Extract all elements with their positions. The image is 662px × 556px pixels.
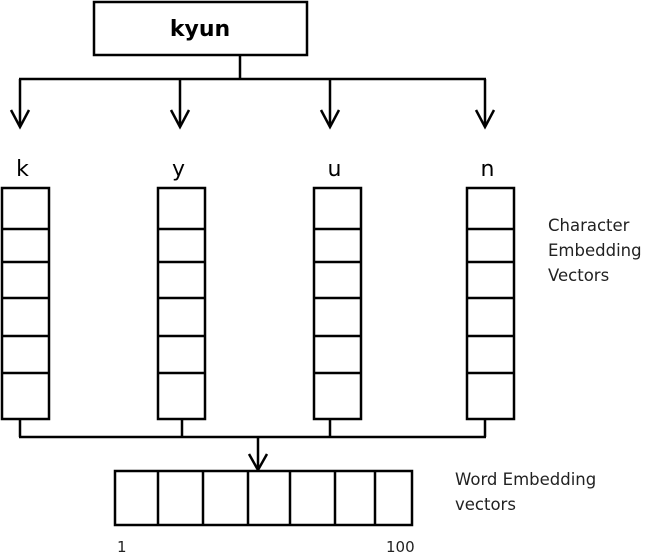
- merge-connectors: [18, 419, 487, 473]
- char-label: k: [16, 157, 29, 182]
- word-label-line-2: vectors: [455, 495, 516, 514]
- character-embedding-label: Character Embedding Vectors: [548, 216, 642, 285]
- char-column-k: k: [0, 157, 51, 421]
- arrow-down-icon: [474, 109, 496, 130]
- word-embedding-vector: [113, 469, 414, 527]
- arrow-down-icon: [9, 109, 31, 130]
- root-word-label: kyun: [170, 17, 230, 42]
- char-vector-box: [312, 186, 363, 421]
- arrow-down-icon: [319, 109, 341, 130]
- word-label-line-1: Word Embedding: [455, 470, 596, 489]
- char-vector-box: [0, 186, 51, 421]
- char-label-line-2: Embedding: [548, 241, 642, 260]
- char-column-u: u: [312, 157, 363, 421]
- char-label: y: [172, 157, 185, 182]
- char-column-n: n: [465, 157, 516, 421]
- char-label-line-1: Character: [548, 216, 630, 235]
- char-vector-box: [156, 186, 207, 421]
- char-vector-box: [465, 186, 516, 421]
- split-connectors: [9, 56, 496, 130]
- arrow-down-icon: [169, 109, 191, 130]
- char-label: n: [481, 157, 495, 182]
- root-word-node: kyun: [92, 0, 309, 57]
- char-label-line-3: Vectors: [548, 266, 609, 285]
- char-column-y: y: [156, 157, 207, 421]
- word-embedding-label: Word Embedding vectors: [455, 470, 596, 514]
- word-vector-box: [113, 469, 414, 527]
- char-label: u: [328, 157, 342, 182]
- root-word-box: [92, 0, 309, 57]
- word-vector-start-index: 1: [117, 538, 127, 556]
- word-vector-end-index: 100: [386, 538, 415, 556]
